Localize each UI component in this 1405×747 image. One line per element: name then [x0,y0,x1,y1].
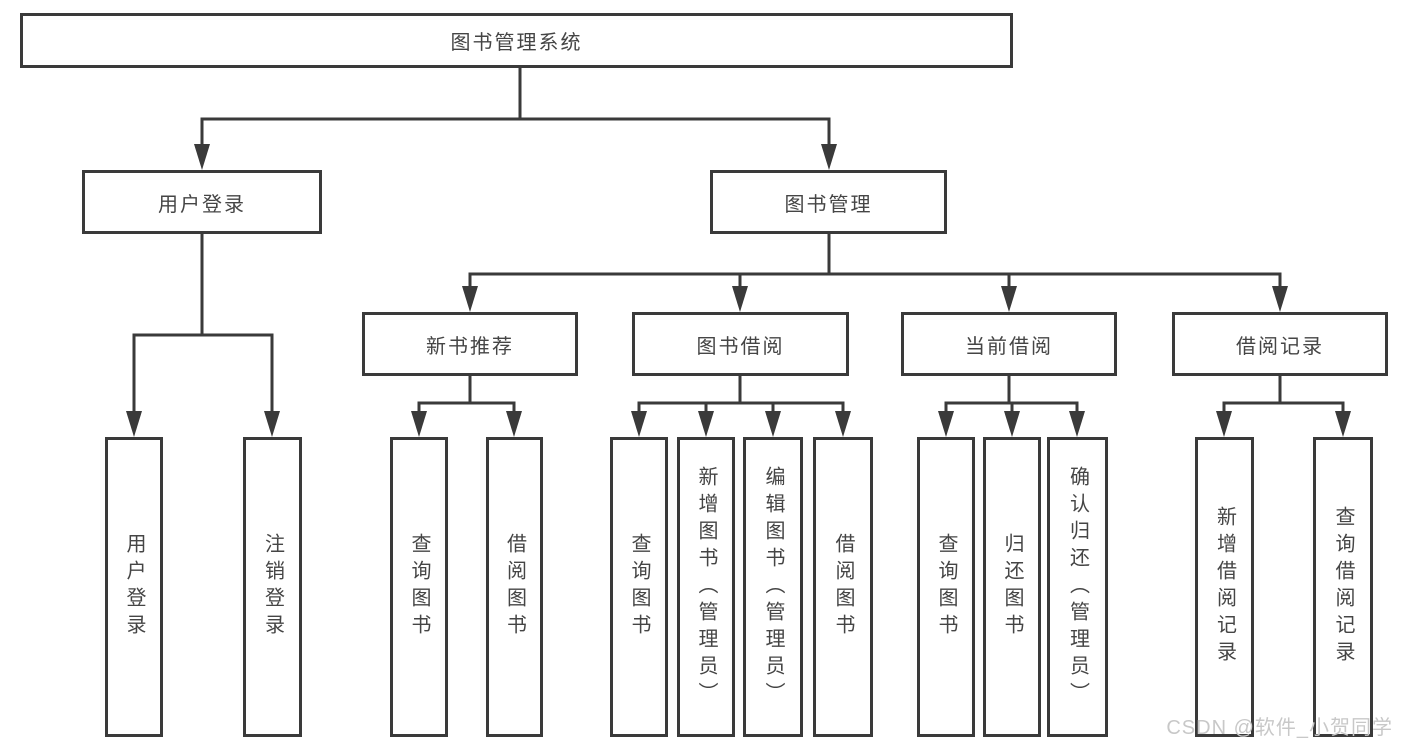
leaf-query-books-current: 查询图书 [917,437,975,737]
leaf-user-login: 用户登录 [105,437,163,737]
watermark: CSDN @软件_小贺同学 [1166,717,1393,739]
node-book-management: 图书管理 [710,170,947,234]
leaf-edit-books-admin: 编辑图书（管理员） [743,437,803,737]
leaf-borrow-books-recommend: 借阅图书 [486,437,543,737]
leaf-query-books-recommend: 查询图书 [390,437,448,737]
node-new-book-recommend: 新书推荐 [362,312,578,376]
leaf-query-books-borrowing: 查询图书 [610,437,668,737]
node-book-borrowing: 图书借阅 [632,312,849,376]
leaf-logout: 注销登录 [243,437,302,737]
node-current-borrowing: 当前借阅 [901,312,1117,376]
node-root: 图书管理系统 [20,13,1013,68]
leaf-confirm-return-admin: 确认归还（管理员） [1047,437,1108,737]
leaf-return-books: 归还图书 [983,437,1041,737]
leaf-query-borrow-record: 查询借阅记录 [1313,437,1373,737]
leaf-add-borrow-record: 新增借阅记录 [1195,437,1254,737]
leaf-add-books-admin: 新增图书（管理员） [677,437,735,737]
node-borrowing-records: 借阅记录 [1172,312,1388,376]
node-user-login: 用户登录 [82,170,322,234]
leaf-borrow-books: 借阅图书 [813,437,873,737]
